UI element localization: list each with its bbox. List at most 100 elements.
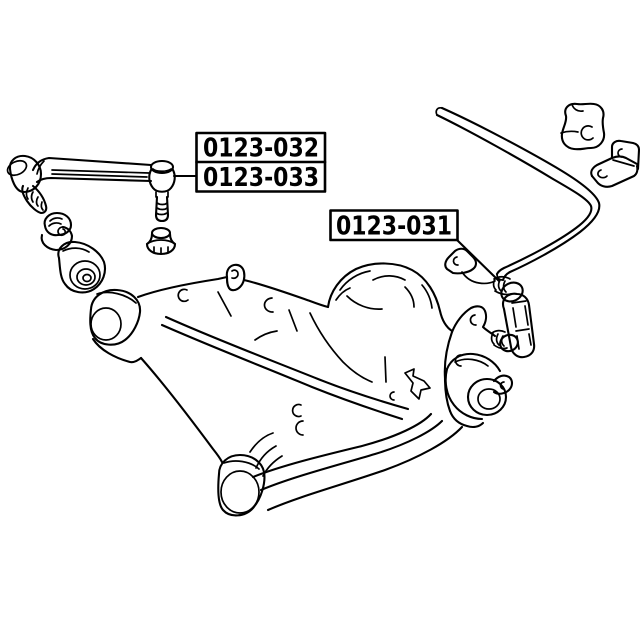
front-stabilizer-link-drawing [6, 154, 176, 223]
bracket-bottom [448, 409, 485, 429]
bushing-face-mid [76, 268, 96, 286]
bushing-body [57, 240, 107, 294]
label-box-rect [329, 209, 459, 242]
hump-wrinkle5 [335, 287, 351, 301]
flange-nut-drawing [145, 226, 177, 256]
arm-rear-sleeve [217, 453, 266, 517]
upper-mount-plate [444, 247, 478, 275]
arm-rib-arc [254, 330, 278, 341]
upper-mount-plate-arm [461, 271, 496, 285]
arm-rear-sleeve-face [220, 470, 260, 514]
sway-bar-drawing [435, 106, 601, 282]
nut-flange-top [146, 239, 176, 245]
sway-bar-end-cap [435, 107, 443, 116]
hump-wrinkle6 [421, 284, 433, 309]
bracket-top-ear-hole [469, 314, 477, 326]
clamp-bracket-wall [610, 139, 640, 171]
link-bottom-stud-threads [490, 332, 505, 347]
arm-hole-c4 [295, 420, 304, 436]
big-bushing-face [466, 377, 508, 417]
hump-wrinkle1 [339, 270, 371, 291]
big-bushing-top [445, 352, 502, 373]
link-bar-inner-line2 [51, 173, 148, 178]
washer-bottom [40, 225, 74, 252]
hump-wrinkle3 [346, 295, 383, 310]
bushing-face-outer [69, 260, 101, 290]
part-number-0123-033: 0123-033 [203, 163, 319, 193]
arm-hole-c2 [263, 297, 274, 313]
link-bar-bottom [35, 176, 153, 184]
link-bottom-stud-outline [491, 329, 508, 350]
part-number-0123-032: 0123-032 [203, 134, 319, 164]
left-stud-threads [25, 187, 44, 211]
arm-top-edge-right [242, 278, 330, 309]
housing-vert-mark [384, 356, 387, 383]
clamp-bracket-fold [612, 159, 635, 167]
link-body-details [511, 300, 532, 350]
clamp-bracket-base-bottom [590, 164, 639, 188]
right-ball-neck [155, 191, 169, 198]
front-link-label-box: 0123-032 0123-033 [195, 131, 327, 193]
rear-link-label-box: 0123-031 [329, 209, 459, 242]
left-ball-cap [6, 159, 28, 177]
sway-bar-end-join [496, 273, 504, 281]
arm-neck-folds [249, 432, 283, 477]
hump-wrinkle4 [404, 286, 415, 308]
housing-valley-line [309, 312, 373, 383]
washer-top-ribs [48, 217, 63, 227]
axle-housing-drawing [309, 262, 454, 401]
housing-hump [326, 262, 454, 333]
arm-bottom-edge-mid [259, 419, 444, 492]
arm-sleeve-face [90, 307, 122, 341]
arm-rear-sleeve-rim [223, 460, 260, 470]
direction-arrow [404, 368, 431, 400]
mount-bracket-bushing-drawing [443, 305, 514, 429]
sway-bar-inner [440, 106, 601, 282]
sway-bar-outer [435, 113, 593, 276]
arm-bottom-edge-outer [266, 425, 464, 512]
nut-facets [153, 246, 169, 255]
bushing-face-center [82, 273, 92, 283]
link-body [501, 292, 536, 359]
control-arm-drawing [89, 263, 464, 517]
arm-bracket-tab-hole [231, 269, 239, 280]
big-bushing-face-inner [477, 388, 501, 410]
d-bushing-slit [560, 130, 579, 134]
d-bushing-notch [571, 103, 584, 113]
leader-lines [172, 174, 501, 283]
part-number-0123-031: 0123-031 [336, 212, 452, 242]
right-ball-cap-inner [152, 168, 172, 173]
nut-dome [150, 226, 172, 240]
clamp-bracket-wall-hole [617, 148, 623, 158]
arm-rib-mark1 [217, 291, 232, 317]
link-bar [31, 156, 153, 172]
big-bushing-left [444, 367, 484, 421]
left-stud [21, 184, 48, 215]
washer-spiral [57, 226, 67, 237]
right-stud-threads [155, 202, 168, 216]
d-bushing-hole [580, 125, 594, 141]
link-bar-inner-line [51, 169, 150, 174]
sway-bar-bushing-drawing [560, 102, 606, 151]
rear-stabilizer-link-drawing [444, 247, 536, 359]
link-bottom-ball-seat [499, 333, 519, 353]
arm-ridge-line2 [160, 323, 404, 421]
arm-rib-mark2 [288, 309, 298, 332]
link-top-ball-seat [500, 281, 524, 303]
arm-lower-left-edge [139, 356, 224, 464]
arm-hole-c1 [177, 288, 189, 303]
bracket-top-ear [450, 305, 497, 338]
bracket-right-ear [492, 374, 514, 395]
upper-mount-plate-hole [452, 256, 459, 266]
front-link-washers-drawing [40, 211, 74, 252]
arm-sleeve-rim [96, 291, 137, 304]
arm-top-edge [136, 275, 229, 299]
arm-hole-c3 [291, 403, 302, 418]
right-ball-housing [148, 168, 176, 193]
clamp-bracket-slot [597, 169, 608, 179]
drawing-root: 0123-032 0123-033 0123-031 [6, 102, 640, 517]
hump-wrinkle2 [372, 275, 406, 281]
front-link-bushing-drawing [57, 240, 107, 294]
